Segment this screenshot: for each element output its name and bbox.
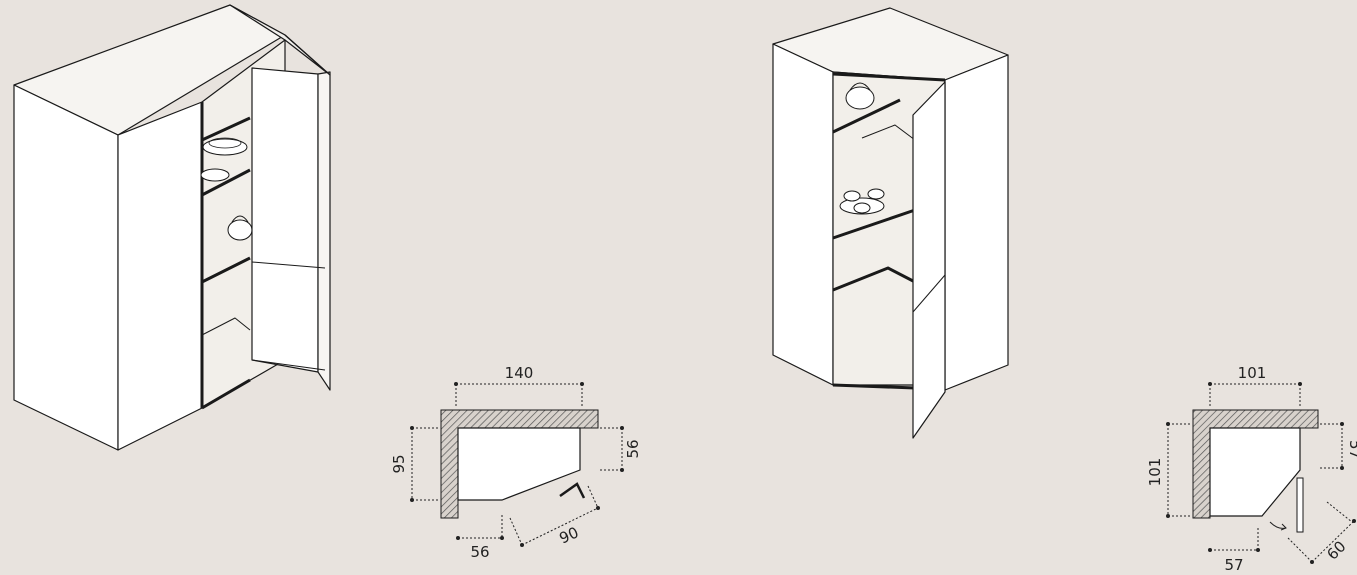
plan-right-width-label: 101 (1238, 364, 1267, 382)
plan-left-diagonal-label: 90 (557, 523, 582, 547)
plan-right-bottom-label: 57 (1224, 556, 1243, 574)
plan-left-depth-label: 95 (390, 454, 408, 473)
plan-left-bottom-label: 56 (470, 543, 489, 561)
plan-right-side-label: 57 (1346, 440, 1357, 459)
corner-cabinet-left-illustration (13, 4, 331, 451)
plan-diagram-right: 101 101 57 57 60 (1146, 364, 1357, 574)
plan-diagram-left: 140 95 56 56 90 (390, 364, 642, 561)
plan-left-side-label: 56 (624, 439, 642, 458)
plan-left-width-label: 140 (505, 364, 534, 382)
plan-right-diagonal-label: 60 (1323, 537, 1349, 563)
plan-right-depth-label: 101 (1146, 458, 1164, 487)
corner-cabinet-right-illustration (772, 7, 1009, 439)
